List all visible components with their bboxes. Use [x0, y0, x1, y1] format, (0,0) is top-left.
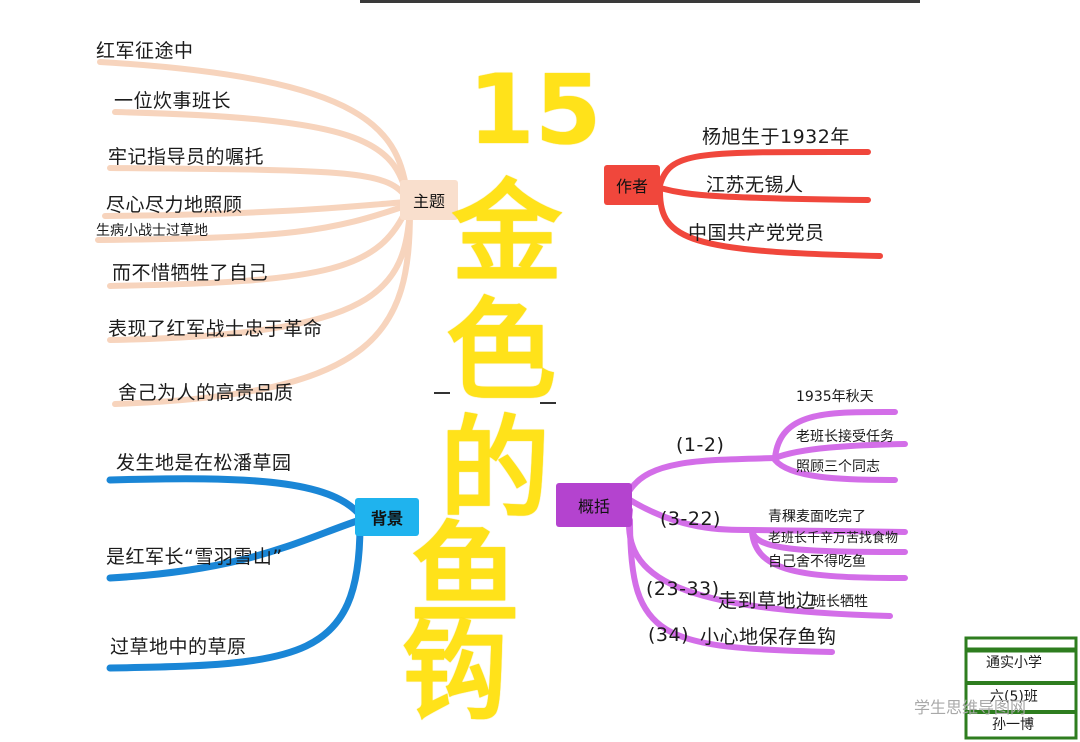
summary-item-4-1: 小心地保存鱼钩: [700, 626, 837, 648]
theme-item-1: 红军征途中: [96, 40, 194, 62]
theme-item-4: 尽心尽力地照顾: [106, 194, 243, 216]
title-char-1: 金: [452, 169, 562, 297]
author-item-2: 江苏无锡人: [706, 174, 804, 196]
theme-item-5: 生病小战士过草地: [96, 223, 208, 239]
title-number: 15: [468, 54, 602, 166]
summary-branches: [626, 408, 908, 655]
summary-label: 概括: [577, 497, 610, 516]
background-item-2: 是红军长“雪羽雪山”: [106, 546, 283, 568]
summary-item-3-2: 班长牺牲: [812, 594, 868, 610]
author-label: 作者: [615, 177, 648, 196]
theme-item-3: 牢记指导员的嘱托: [108, 146, 265, 168]
theme-label-box: [400, 180, 458, 220]
author-item-1: 杨旭生于1932年: [702, 126, 850, 148]
background-label-box: [355, 498, 419, 536]
background-branches: [106, 475, 364, 672]
summary-item-2-1: 青稞麦面吃完了: [768, 509, 866, 525]
title-char-4: 鱼: [410, 511, 520, 639]
background-item-1: 发生地是在松潘草园: [116, 452, 292, 474]
summary-item-1-1: 1935年秋天: [796, 389, 874, 405]
summary-item-2-2: 老班长千辛万苦找食物: [768, 531, 899, 546]
summary-item-1-3: 照顾三个同志: [796, 459, 880, 475]
signature-name: 孙一博: [992, 717, 1034, 733]
stray-marks: [434, 392, 556, 404]
summary-label-box: [556, 483, 632, 527]
top-edge-strip: [360, 0, 920, 3]
background-item-3: 过草地中的草原: [110, 636, 247, 658]
summary-range-2: (3-22): [660, 508, 721, 530]
watermark: 学生思维导图网: [914, 698, 1027, 717]
theme-label: 主题: [412, 192, 445, 211]
summary-item-1-2: 老班长接受任务: [796, 429, 894, 445]
author-label-box: [604, 165, 660, 205]
signature-class: 六(5)班: [990, 689, 1038, 705]
summary-range-4: (34): [648, 624, 690, 646]
title-char-2: 色: [446, 287, 556, 415]
signature-box: [964, 636, 1078, 740]
summary-item-3-1: 走到草地边: [718, 590, 816, 612]
summary-item-2-3: 自己舍不得吃鱼: [768, 554, 866, 570]
signature-school: 通实小学: [986, 655, 1042, 671]
summary-range-1: (1-2): [676, 434, 725, 456]
theme-item-2: 一位炊事班长: [114, 90, 232, 112]
title-char-3: 的: [440, 405, 550, 533]
background-label: 背景: [370, 509, 403, 528]
author-branches: [657, 148, 883, 259]
title-char-5: 钩: [402, 611, 508, 734]
theme-item-8: 舍己为人的高贵品质: [118, 382, 294, 404]
theme-item-7: 表现了红军战士忠于革命: [108, 318, 323, 340]
theme-item-6: 而不惜牺牲了自己: [112, 262, 269, 284]
summary-range-3: (23-33): [646, 578, 720, 600]
theme-branches: [95, 59, 413, 407]
author-item-3: 中国共产党党员: [688, 222, 825, 244]
